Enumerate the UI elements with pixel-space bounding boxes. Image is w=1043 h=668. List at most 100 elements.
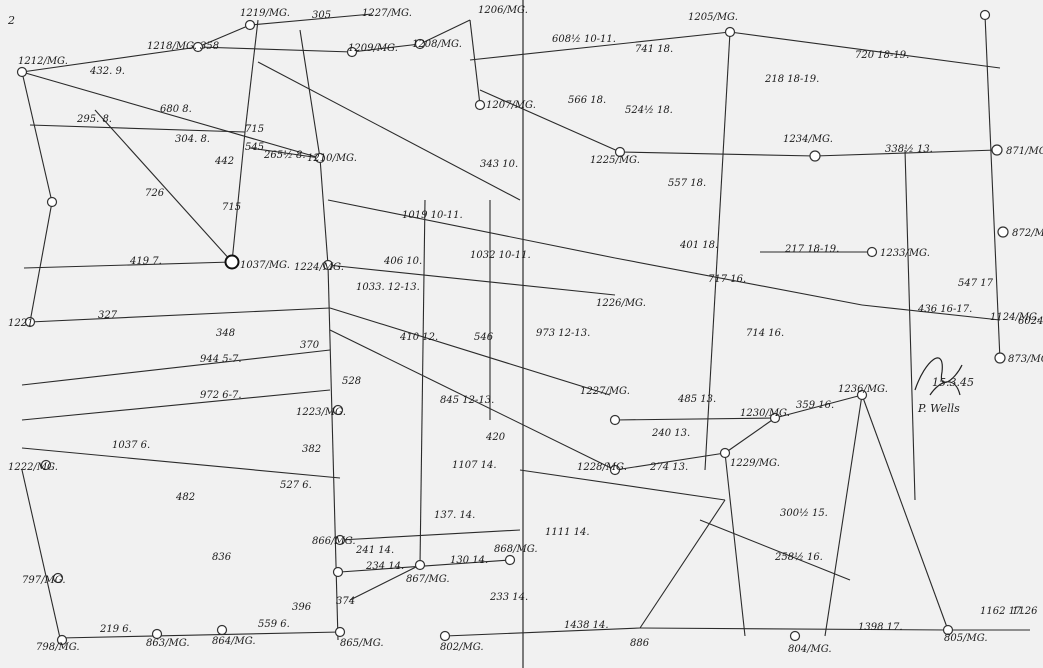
traverse-line [445, 628, 640, 636]
traverse-line [905, 150, 915, 500]
station-label: 868/MG. [494, 544, 538, 555]
distance-label: 485 13. [677, 394, 716, 405]
station-marker-867 [416, 561, 425, 570]
distance-label: 546 [474, 332, 494, 343]
signature-date: 15.3.45 [932, 376, 974, 389]
distance-label: 720 18-19. [855, 50, 909, 61]
station-marker-1234 [810, 151, 820, 161]
distance-label: 545 [245, 142, 264, 153]
station-marker-1207 [476, 101, 485, 110]
distance-label: 327 [98, 310, 118, 321]
station-label: 1229/MG. [730, 458, 780, 469]
distance-label: 1019 10-11. [402, 210, 463, 221]
distance-label: 715 [245, 124, 264, 135]
station-marker-802 [441, 632, 450, 641]
distance-label: 715 [222, 202, 241, 213]
distance-label: 442 [214, 156, 234, 167]
distance-label: 1032 10-11. [470, 250, 531, 261]
station-label: 1223/MG. [296, 407, 346, 418]
distance-label: 348 [216, 328, 235, 339]
distance-label: 886 [630, 638, 650, 649]
traverse-line [232, 132, 245, 262]
station-label: 1228/MG. [577, 462, 627, 473]
station-marker-1205 [726, 28, 735, 37]
station-label: 865/MG. [340, 638, 384, 649]
distance-label: 240 13. [651, 428, 690, 439]
station-label: 1225/MG. [590, 155, 640, 166]
station-label: 1207/MG. [486, 100, 536, 111]
station-marker-1219 [246, 21, 255, 30]
traverse-line [22, 72, 320, 158]
traverse-line [320, 158, 328, 265]
station-label: 1234/MG. [783, 134, 833, 145]
traverse-line [725, 453, 745, 636]
station-marker-871 [992, 145, 1002, 155]
distance-label: 566 18. [568, 95, 606, 106]
station-label: 1236/MG. [838, 384, 888, 395]
station-label: 1221 [8, 318, 33, 329]
traverse-line [640, 500, 725, 628]
distance-label: 1438 14. [564, 620, 609, 631]
station-label: 866/MG. [312, 536, 356, 547]
traverse-line [420, 200, 425, 565]
surveyor-signature: P. Wells 15.3.45 [915, 358, 974, 415]
distance-label: 401 18. [679, 240, 718, 251]
station-label: 1226/MG. [596, 298, 646, 309]
traverse-line [340, 530, 520, 540]
distance-label: 295. 8. [76, 114, 112, 125]
distance-label: 845 12-13. [440, 395, 494, 406]
distance-label: 973 12-13. [536, 328, 590, 339]
distance-label: 217 18-19. [784, 244, 839, 255]
distance-label: 233 14. [489, 592, 528, 603]
distance-label: 6024 [1018, 316, 1043, 327]
distance-label: 1111 14. [545, 527, 590, 538]
distance-label: 836 [212, 552, 232, 563]
distance-label: 137. 14. [434, 510, 475, 521]
distance-label: 559 6. [258, 619, 290, 630]
distance-label: 304. 8. [175, 134, 210, 145]
distance-label: 370 [300, 340, 320, 351]
traverse-line [620, 152, 815, 156]
distance-label: 410 12. [399, 332, 438, 343]
station-label: 864/MG. [212, 636, 256, 647]
traverse-line [22, 448, 340, 478]
distance-label: 258½ 16. [774, 552, 823, 563]
distance-label: 1398 17. [858, 622, 903, 633]
distance-label: 680 8. [160, 104, 192, 115]
station-label: 1206/MG. [478, 5, 528, 16]
distance-label: 359 16. [796, 400, 834, 411]
distance-label: 130 14. [450, 555, 488, 566]
traverse-line [330, 308, 610, 395]
station-label: 1210/MG. [307, 153, 357, 164]
distance-label: 1126 [1012, 606, 1038, 617]
distance-label: 547 17 [958, 278, 994, 289]
traverse-line [22, 72, 52, 202]
distance-label: 432. 9. [89, 66, 125, 77]
station-label: 863/MG. [146, 638, 190, 649]
distance-label: 241 14. [355, 545, 394, 556]
distance-label: 300½ 15. [780, 508, 828, 519]
distance-label: 741 18. [635, 44, 673, 55]
distance-label: 1033. 12-13. [356, 282, 420, 293]
distance-label: 343 10. [480, 159, 518, 170]
traverse-line [24, 262, 232, 268]
station-marker-1241 [48, 198, 57, 207]
station-marker-corner [981, 11, 990, 20]
distance-label: 726 [145, 188, 165, 199]
station-label: 1219/MG. [240, 8, 290, 19]
distance-labels: 432. 9. 305 608½ 10-11. 741 18. 720 18-1… [76, 10, 1043, 649]
distance-label: 482 [175, 492, 195, 503]
station-label: 1227/MG. [580, 386, 630, 397]
station-label: 1209/MG. [348, 43, 398, 54]
station-label: 1233/MG. [880, 248, 930, 259]
station-label: 1037/MG. [240, 260, 290, 271]
distance-label: 406 10. [383, 256, 422, 267]
distance-label: 419 7. [129, 256, 162, 267]
station-label: 871/MG. [1006, 146, 1043, 157]
distance-label: 338½ 13. [885, 144, 933, 155]
distance-label: 972 6-7. [200, 390, 242, 401]
traverse-line [30, 202, 52, 322]
traverse-line [258, 62, 520, 200]
traverse-line [328, 265, 338, 640]
